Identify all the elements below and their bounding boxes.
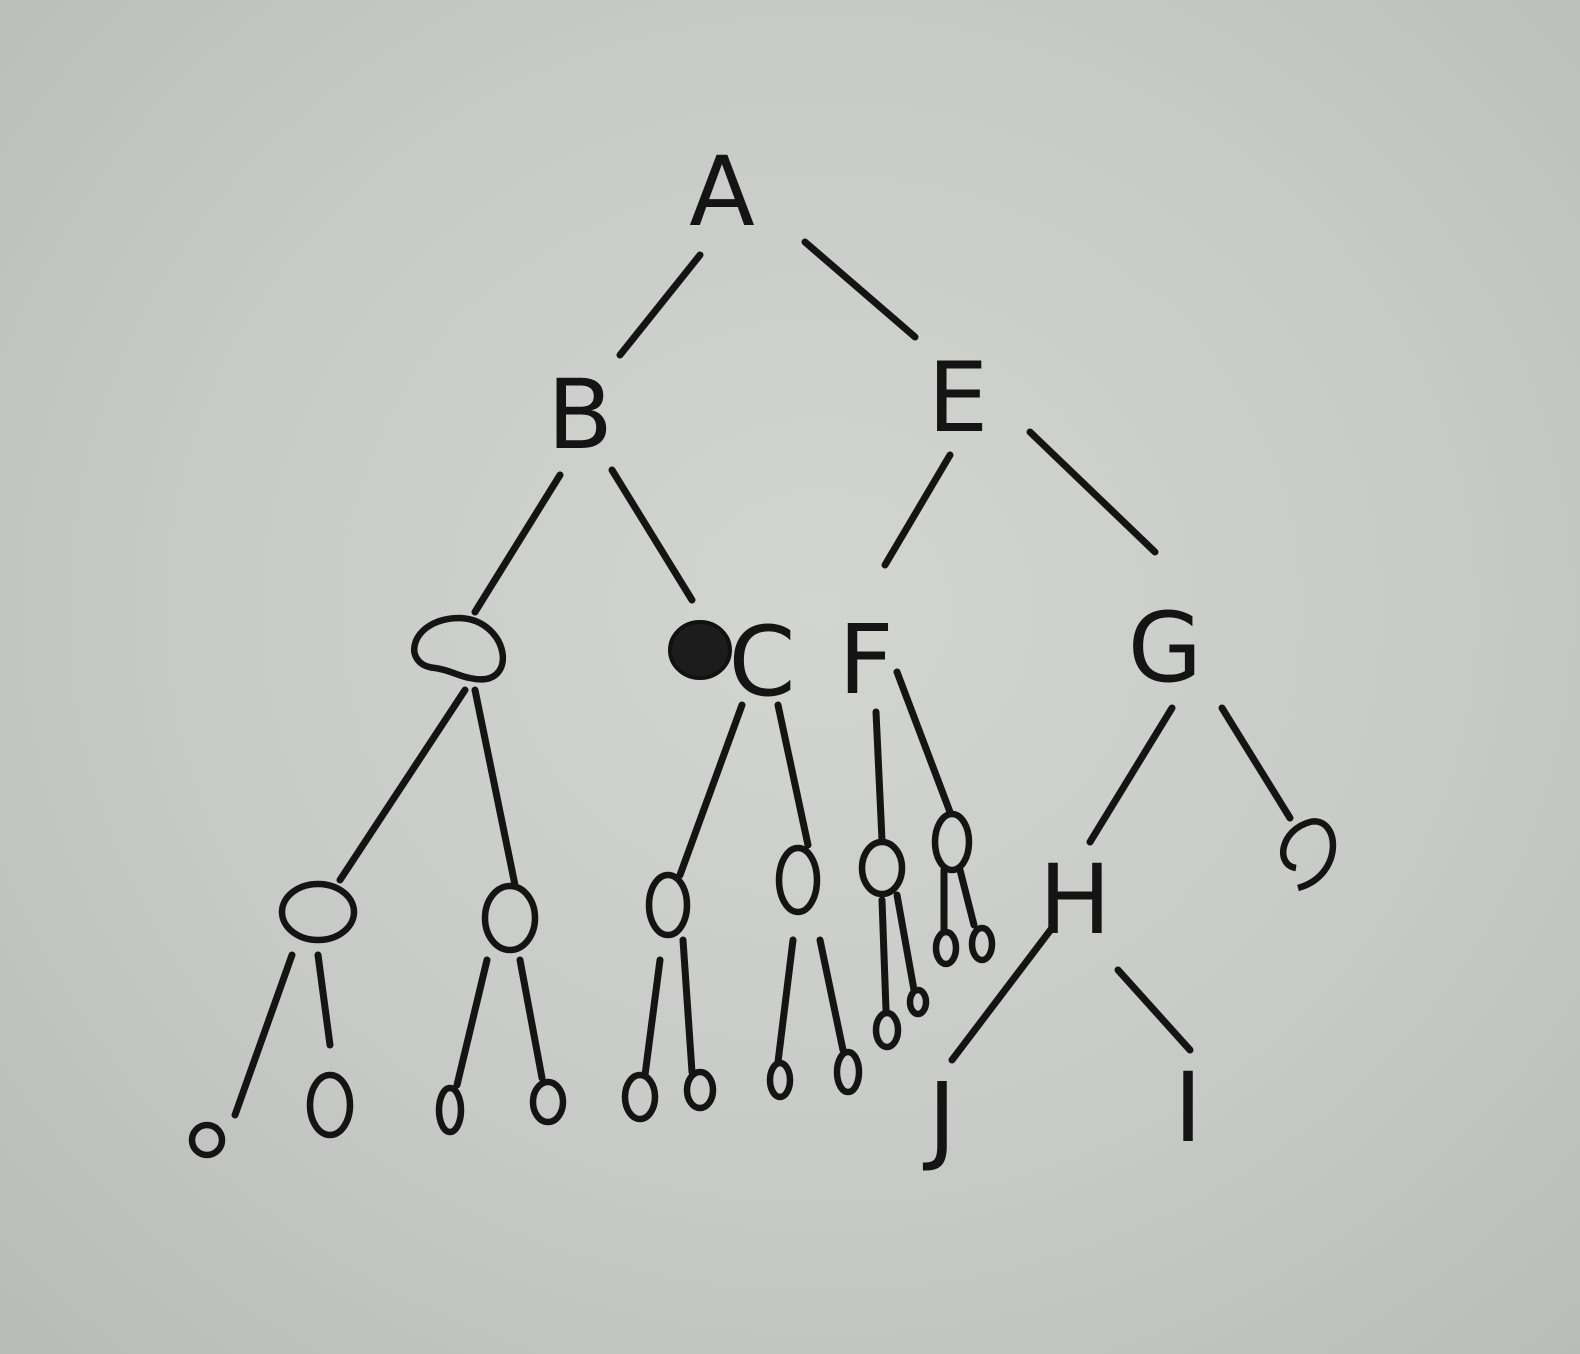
- edge-unlabeled-7-leaf-12: [956, 866, 978, 929]
- leaf-node-7: [766, 1059, 794, 1101]
- node-g-label: G: [1128, 592, 1202, 704]
- tree-edges: [231, 238, 1294, 1119]
- node-b-label: B: [547, 359, 613, 471]
- edge-e-f: [881, 451, 954, 569]
- edge-unlabeled-5-leaf-8: [816, 936, 847, 1054]
- edge-f-unlabeled-6: [872, 708, 886, 844]
- edge-c-unlabeled-5: [774, 701, 812, 849]
- leaf-node-12: [968, 924, 996, 964]
- leaf-node-3: [435, 1084, 465, 1136]
- edge-unlabeled-6-leaf-9: [878, 896, 890, 1014]
- unlabeled-nodes: [278, 614, 1337, 954]
- leaf-node-1: [188, 1121, 226, 1159]
- unlabeled-node-6: [858, 838, 906, 898]
- edge-h-j: [948, 924, 1056, 1064]
- node-h-label: H: [1039, 844, 1111, 956]
- edge-e-g: [1026, 428, 1159, 556]
- leaf-node-10: [906, 986, 930, 1018]
- edge-unlabeled-3-leaf-4: [516, 956, 546, 1082]
- edge-g-h: [1086, 704, 1176, 846]
- edge-unlabeled-6-leaf-10: [893, 891, 918, 994]
- edge-a-e: [801, 238, 919, 341]
- node-i-label: I: [1174, 1052, 1202, 1164]
- leaf-node-5: [621, 1071, 659, 1123]
- edge-unlabeled-4-leaf-6: [679, 936, 696, 1076]
- unlabeled-node-1: [411, 614, 507, 683]
- edge-unlabeled-4-leaf-5: [641, 956, 664, 1079]
- leaf-node-6: [683, 1068, 717, 1112]
- edge-f-unlabeled-7: [893, 668, 954, 816]
- unlabeled-node-5: [775, 844, 821, 916]
- edge-unlabeled-3-leaf-3: [453, 956, 491, 1089]
- edge-h-i: [1114, 966, 1194, 1054]
- node-e-label: E: [928, 342, 989, 454]
- node-c-label: C: [728, 606, 795, 718]
- leaf-node-2: [306, 1071, 354, 1139]
- unlabeled-node-8: [1279, 818, 1337, 892]
- edge-a-b: [616, 251, 704, 359]
- leaf-node-4: [529, 1078, 567, 1126]
- leaf-node-8: [833, 1048, 863, 1096]
- unlabeled-node-2: [278, 880, 358, 944]
- leaf-nodes: [188, 924, 996, 1159]
- edge-unlabeled-2-leaf-2: [314, 951, 334, 1049]
- ink-blot-node: [668, 620, 732, 680]
- edge-b-unlabeled-1: [471, 471, 564, 616]
- edge-unlabeled-2-leaf-1: [231, 951, 296, 1119]
- edge-c-unlabeled-4: [676, 701, 746, 879]
- unlabeled-node-3: [481, 882, 539, 954]
- leaf-node-9: [872, 1009, 902, 1051]
- node-a-label: A: [689, 136, 755, 248]
- edge-g-unlabeled-8: [1218, 704, 1294, 822]
- edge-unlabeled-1-unlabeled-3: [471, 686, 519, 889]
- edge-unlabeled-1-unlabeled-2: [336, 686, 469, 884]
- unlabeled-node-7: [931, 810, 973, 874]
- edge-b-c: [608, 466, 696, 604]
- unlabeled-node-4: [645, 871, 691, 939]
- leaf-node-11: [932, 928, 960, 968]
- node-j-label: J: [923, 1062, 956, 1174]
- edge-unlabeled-5-leaf-7: [774, 936, 797, 1066]
- node-labels: A B E C F G H J I: [547, 136, 1202, 1174]
- node-f-label: F: [838, 604, 893, 716]
